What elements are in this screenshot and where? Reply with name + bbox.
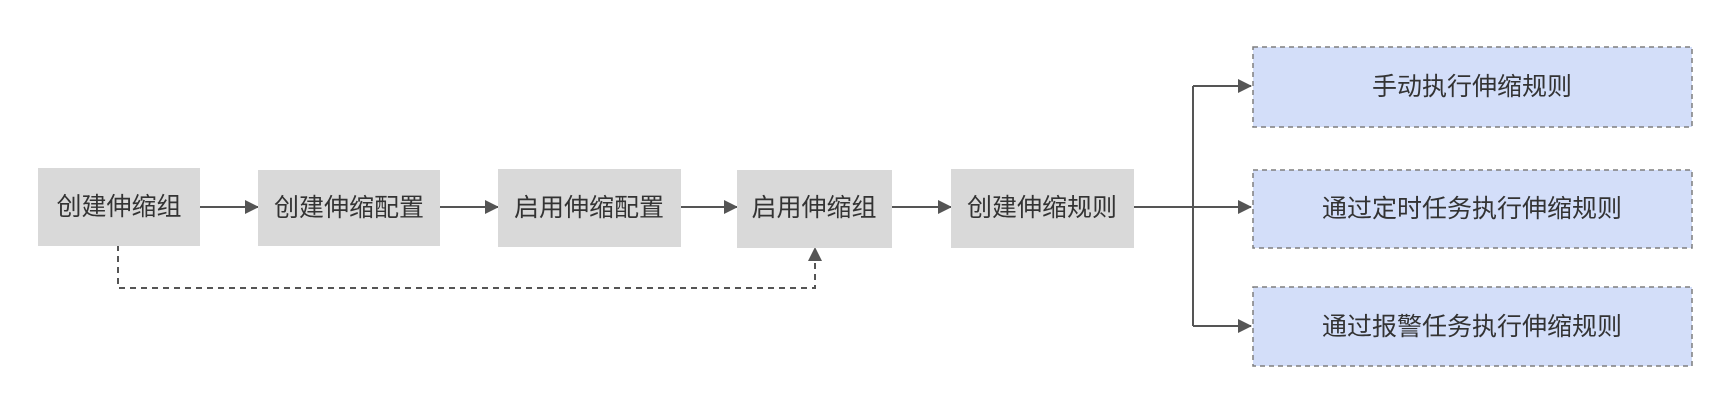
step-node-enable-scaling-group: 启用伸缩组 xyxy=(737,170,892,248)
step-node-create-scaling-rule: 创建伸缩规则 xyxy=(951,169,1134,248)
step-box xyxy=(498,169,681,247)
step-box xyxy=(38,168,200,246)
step-box xyxy=(258,170,440,246)
outcome-box xyxy=(1252,46,1693,128)
step-node-create-scaling-group: 创建伸缩组 xyxy=(38,168,200,246)
step-label: 创建伸缩组 xyxy=(56,192,181,221)
dashed-arrow-step1-to-step4 xyxy=(117,245,822,289)
outcome-box xyxy=(1252,286,1693,367)
step-node-enable-scaling-config: 启用伸缩配置 xyxy=(498,169,681,247)
outcome-label: 通过报警任务执行伸缩规则 xyxy=(1322,312,1622,341)
outcome-node-manual-execution: 手动执行伸缩规则 xyxy=(1252,46,1693,128)
step-node-create-scaling-config: 创建伸缩配置 xyxy=(258,170,440,246)
outcome-label: 手动执行伸缩规则 xyxy=(1372,72,1572,101)
step-label: 启用伸缩组 xyxy=(751,193,876,222)
outcome-box xyxy=(1252,169,1693,249)
outcome-label: 通过定时任务执行伸缩规则 xyxy=(1322,194,1622,223)
connectors xyxy=(117,79,1252,333)
step-box xyxy=(951,169,1134,248)
step-label: 创建伸缩配置 xyxy=(274,193,424,222)
outcome-node-scheduled-task: 通过定时任务执行伸缩规则 xyxy=(1252,169,1693,249)
step-label: 启用伸缩配置 xyxy=(514,193,664,222)
step-label: 创建伸缩规则 xyxy=(967,193,1117,222)
outcome-node-alarm-task: 通过报警任务执行伸缩规则 xyxy=(1252,286,1693,367)
step-box xyxy=(737,170,892,248)
